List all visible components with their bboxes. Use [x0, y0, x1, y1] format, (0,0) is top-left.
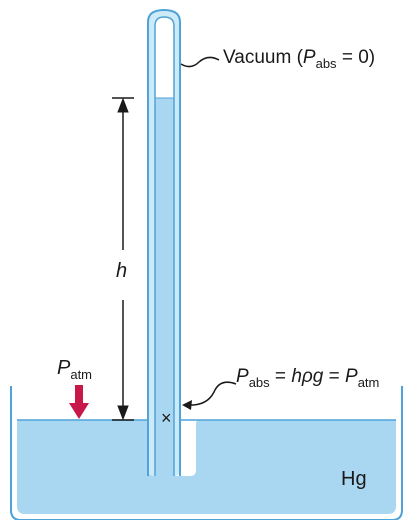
pabs-p-symbol: P [236, 366, 249, 387]
pabs-equation-label: Pabs = hρg = Patm [236, 366, 379, 389]
tube-fluid-column [155, 98, 174, 476]
vacuum-subscript: abs [315, 56, 337, 71]
mercury-label: Hg [341, 468, 367, 490]
patm-subscript: atm [70, 367, 93, 382]
pabs-leader-line [182, 381, 237, 410]
pabs-h-rho-g: hρg [291, 366, 324, 387]
pabs-equals-2: = [323, 366, 345, 387]
pabs-subscript: abs [248, 375, 270, 390]
tube-vacuum-space [155, 17, 174, 98]
patm-p-symbol: P [57, 357, 71, 379]
pabs-patm-p-symbol: P [345, 366, 358, 387]
vacuum-leader-line [180, 56, 220, 68]
tube-outer-outline [147, 8, 181, 476]
vacuum-p-symbol: P [302, 47, 316, 68]
tube-inner-outline [154, 16, 175, 476]
patm-label: Patm [57, 357, 92, 381]
vacuum-rest: = 0) [336, 47, 376, 68]
height-dimension [112, 97, 134, 421]
dish-outline [10, 386, 403, 520]
pabs-equals-1: = [269, 366, 292, 387]
vacuum-label: Vacuum (Pabs = 0) [223, 47, 376, 70]
point-marker: × [161, 408, 172, 428]
height-label: h [116, 260, 128, 282]
dish-fluid [17, 420, 396, 514]
pabs-patm-subscript: atm [357, 375, 380, 390]
vacuum-text: Vacuum ( [223, 47, 303, 68]
atmospheric-pressure-arrow-icon [69, 385, 89, 419]
